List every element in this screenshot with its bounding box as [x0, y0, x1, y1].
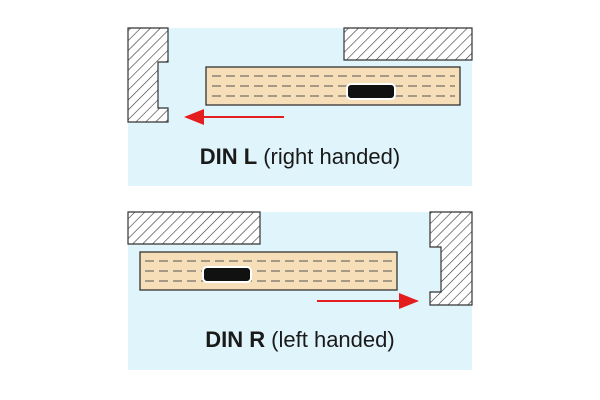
din-r-diagram	[127, 211, 473, 309]
door-leaf	[139, 251, 398, 291]
din-r-label: DIN R	[205, 327, 266, 352]
top-left-wall-hatch	[127, 211, 261, 245]
din-l-sublabel: (right handed)	[263, 144, 401, 169]
left-wall-hatch	[127, 27, 169, 123]
din-l-diagram	[127, 27, 473, 125]
door-handle	[202, 266, 252, 283]
din-r-sublabel: (left handed)	[271, 327, 395, 352]
din-l-caption: DIN L(right handed)	[0, 144, 600, 170]
right-wall-hatch	[429, 211, 473, 306]
din-l-label: DIN L	[199, 144, 258, 169]
top-right-wall-hatch	[343, 27, 473, 61]
door-handle	[346, 83, 396, 100]
din-r-caption: DIN R(left handed)	[0, 327, 600, 353]
